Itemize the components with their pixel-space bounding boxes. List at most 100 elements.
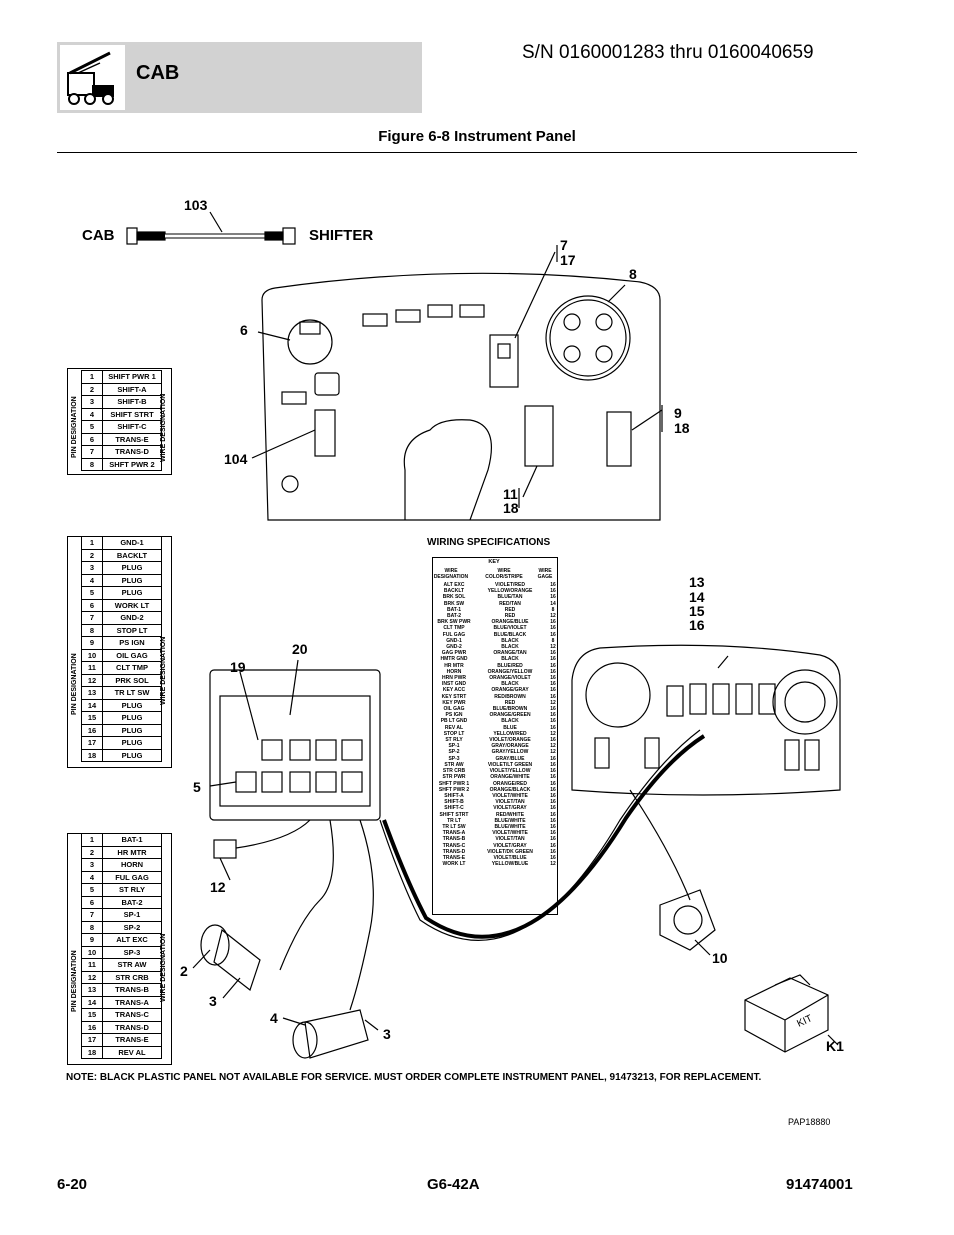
wire-color: ORANGE/YELLOW: [487, 668, 533, 675]
wire-gage: 12: [550, 644, 556, 651]
spec-row: TR LT BLUE/WHITE 16: [433, 818, 561, 824]
wire-designation: TRANS-B: [442, 836, 466, 843]
wire-color: BLACK: [501, 637, 519, 644]
wire-designation: GND-2: [446, 644, 462, 651]
wire-gage: 16: [550, 724, 556, 731]
wire-name: PRK SOL: [102, 673, 162, 687]
pin-number: 9: [81, 933, 103, 947]
pin-number: 2: [81, 548, 103, 562]
pin-number: 11: [81, 958, 103, 972]
wire-name: SHIFT-A: [102, 382, 162, 396]
callout-8: 8: [629, 266, 637, 282]
wire-designation: TR LT: [447, 817, 461, 824]
wire-color: BLUE/VIOLET: [493, 625, 527, 632]
relay-blocks: [235, 739, 363, 793]
wire-designation: SP-1: [448, 743, 460, 750]
wire-gage: 16: [550, 786, 556, 793]
wire-name: TRANS-D: [102, 445, 162, 459]
pin-number: 17: [81, 736, 103, 750]
wire-color: ORANGE/GRAY: [491, 687, 529, 694]
wire-gage: 16: [550, 625, 556, 632]
wire-name: PLUG: [102, 698, 162, 712]
wire-designation: SHIFT STRT: [439, 811, 469, 818]
wire-name: PLUG: [102, 573, 162, 587]
col-designation: WIRE DESIGNATION: [433, 568, 469, 580]
wire-color: YELLOW/ORANGE: [487, 588, 533, 595]
wire-gage: 8: [551, 637, 555, 644]
wire-designation: HR MTR: [444, 662, 464, 669]
wire-designation: ALT EXC: [443, 582, 465, 588]
wire-color: VIOLET/TAN: [495, 836, 525, 843]
wire-gage: 16: [550, 799, 556, 806]
connector-12: [213, 839, 237, 859]
wire-gage: 16: [550, 668, 556, 675]
callout-2: 2: [180, 963, 188, 979]
wire-gage: 16: [550, 817, 556, 824]
callout-19: 19: [230, 659, 246, 675]
wire-designation: STOP LT: [443, 730, 465, 737]
wire-name: PLUG: [102, 748, 162, 762]
wire-gage: 12: [550, 699, 556, 706]
wire-name: FUL GAG: [102, 870, 162, 884]
wire-designation: BRK SW: [443, 600, 465, 607]
wire-color: RED: [504, 699, 516, 706]
wire-name: BAT-2: [102, 895, 162, 909]
wire-designation: FUL GAG: [442, 631, 466, 638]
pin-number: 16: [81, 723, 103, 737]
header-rule: [57, 152, 857, 153]
wire-color: BLUE/WHITE: [494, 817, 526, 824]
model-number: G6-42A: [427, 1176, 480, 1193]
callout-11: 11: [503, 486, 518, 502]
wire-name: ALT EXC: [102, 933, 162, 947]
callout-k1: K1: [826, 1038, 844, 1054]
wire-color: VIOLET/GRAY: [493, 805, 527, 812]
wire-color: VIOLET/ORANGE: [489, 737, 531, 744]
callout-20: 20: [292, 641, 308, 657]
callout-4: 4: [270, 1010, 278, 1026]
wire-name: STOP LT: [102, 623, 162, 637]
wire-gage: 16: [550, 706, 556, 713]
wire-designation: CLT TMP: [443, 625, 465, 632]
wire-gage: 16: [550, 854, 556, 861]
pin-label-2: PIN DESIGNATION: [71, 653, 78, 715]
wire-designation: GAG PWR: [441, 650, 467, 657]
callout-7: 7: [560, 237, 568, 253]
harness-cab-connector: [126, 227, 138, 245]
wire-designation: TRANS-A: [442, 830, 466, 837]
callout-3-left: 3: [209, 993, 217, 1009]
pin-number: 6: [81, 432, 103, 446]
pin-number: 15: [81, 711, 103, 725]
wire-color: ORANGE/BLUE: [491, 619, 529, 626]
wire-designation: KEY ACC: [442, 687, 466, 694]
wire-name: HORN: [102, 858, 162, 872]
wire-name: SP-1: [102, 908, 162, 922]
wire-gage: 16: [550, 656, 556, 663]
pin-number: 17: [81, 1033, 103, 1047]
pin-number: 1: [81, 833, 103, 847]
wire-name: PLUG: [102, 723, 162, 737]
